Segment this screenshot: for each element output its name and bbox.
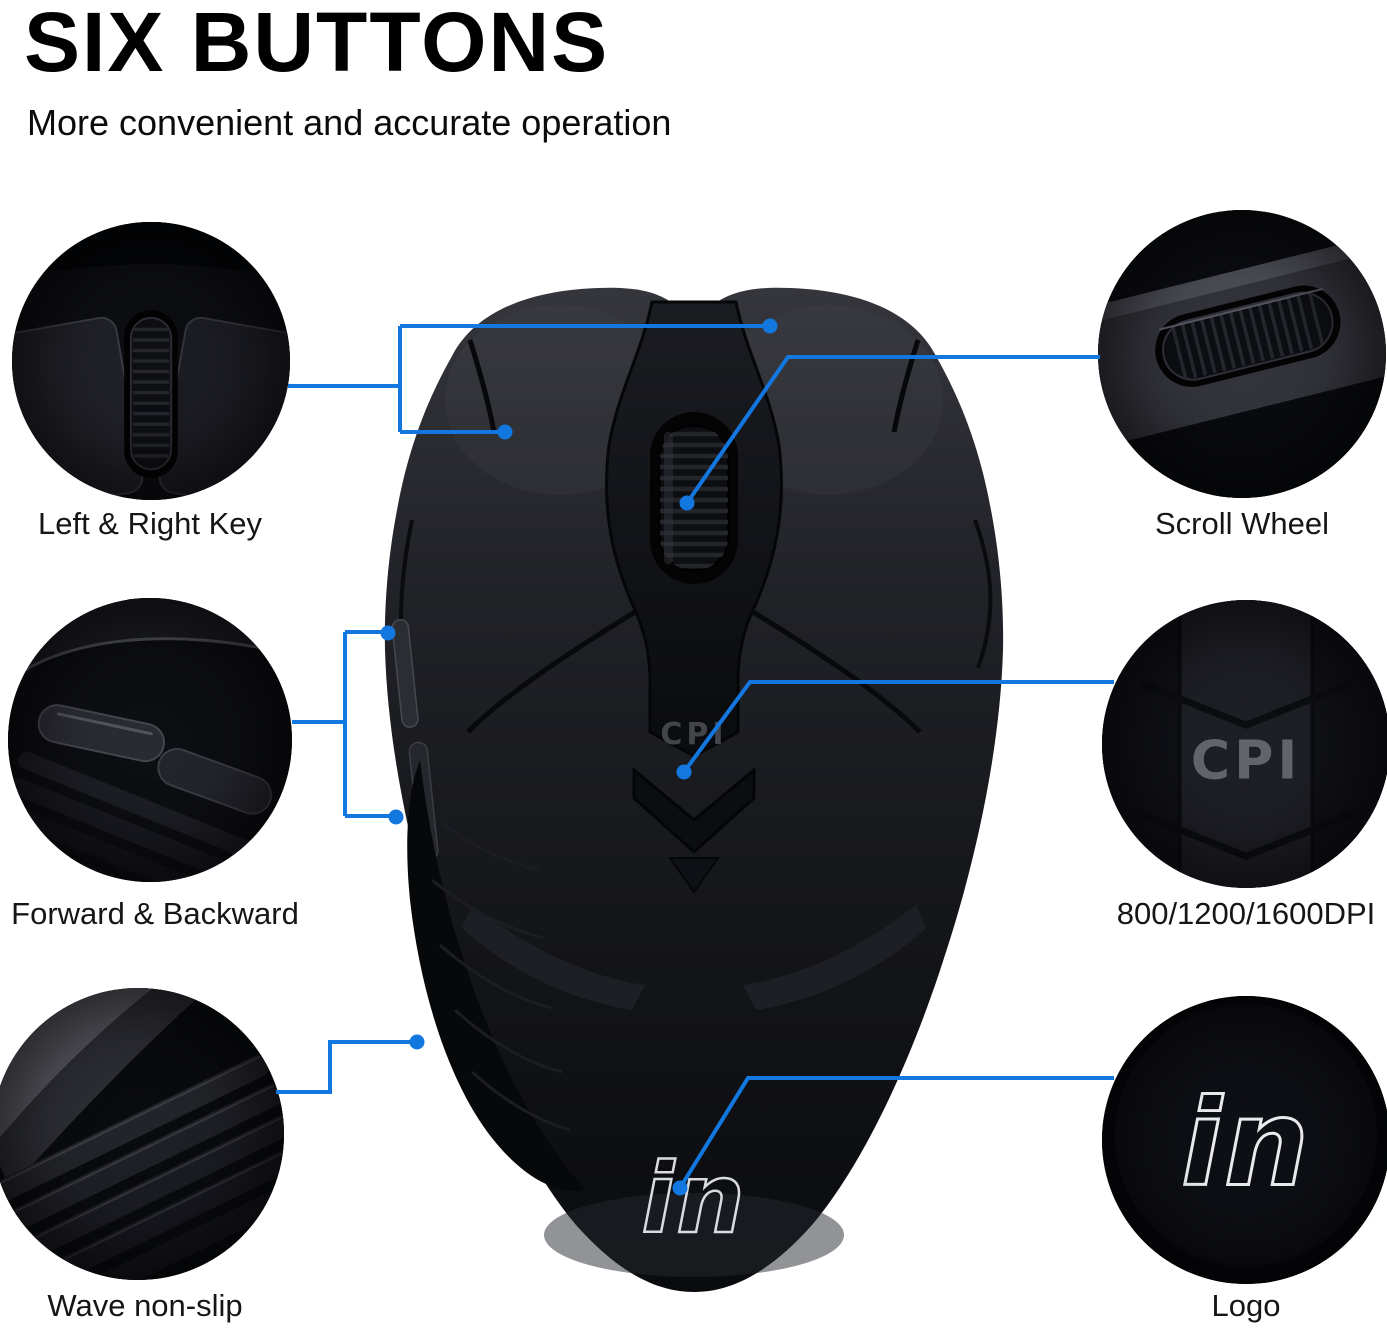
logo-background (1114, 1003, 1378, 1267)
logo-photo: in (1102, 996, 1387, 1284)
left-fin-seam (467, 339, 497, 433)
forward-button-zoom (37, 704, 165, 763)
wave-non-slip-label: Wave non-slip (47, 1288, 243, 1323)
top-ridge (8, 598, 292, 683)
page-subtitle: More convenient and accurate operation (27, 102, 672, 143)
forward-backward-photo (8, 598, 292, 882)
left-right-key-photo (12, 222, 290, 500)
dpi-button-photo: CPI (1102, 600, 1387, 888)
edge-wedge-dark (0, 988, 209, 1190)
logo-mark-zoom: in (1181, 1075, 1311, 1214)
backward-button-zoom (157, 747, 272, 815)
scroll-wheel-zoom (1098, 229, 1386, 498)
right-accent-panel (743, 905, 926, 1010)
scroll-wheel-highlight (664, 432, 673, 564)
thumb-grip-wave-lines (431, 818, 571, 1132)
forward-backward-label: Forward & Backward (11, 896, 299, 931)
logo-mark: in (641, 1143, 746, 1255)
page-title: SIX BUTTONS (24, 0, 610, 89)
cpi-label-zoom: CPI (1191, 729, 1302, 792)
forward-side-button (391, 618, 419, 728)
center-strip-tip (668, 857, 720, 894)
wave-slats-zoom (0, 1055, 284, 1280)
scroll-wheel-label: Scroll Wheel (1155, 506, 1329, 541)
wheel-ribs-zoom (132, 327, 170, 458)
left-accent-panel (462, 905, 645, 1010)
right-side-seam (973, 519, 993, 669)
chevron-seam-bottom (1140, 811, 1352, 860)
cpi-chevron (632, 766, 756, 855)
logo-label: Logo (1211, 1288, 1281, 1323)
scroll-wheel-photo (1098, 210, 1386, 498)
top-ridge-highlight (8, 637, 292, 684)
cpi-button-label: CPI (660, 717, 727, 752)
dpi-label: 800/1200/1600DPI (1116, 896, 1376, 931)
left-button-seam (466, 609, 637, 734)
thumb-grip (407, 760, 586, 1192)
left-right-key-label: Left & Right Key (37, 506, 262, 541)
chevron-seam-top (1140, 680, 1352, 729)
bottom-sheen (544, 1193, 844, 1277)
wave-non-slip-photo (0, 988, 284, 1280)
mouse-body (384, 287, 1004, 1292)
